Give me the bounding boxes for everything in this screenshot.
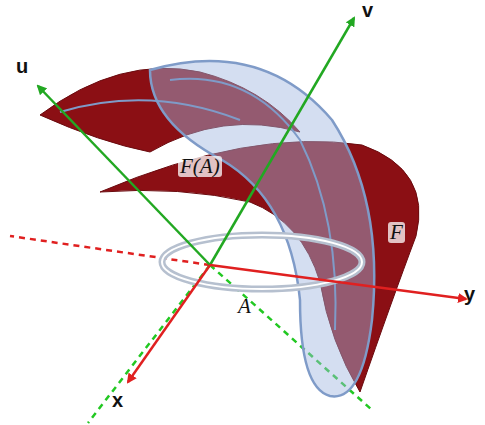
axis-label: u (16, 56, 28, 76)
axis-label: y (464, 284, 475, 304)
surface-label: F (388, 222, 405, 243)
region-label: F(A) (178, 156, 222, 177)
set-label: A (238, 296, 251, 317)
axis-label: v (362, 0, 373, 20)
axis-label: x (112, 390, 123, 410)
